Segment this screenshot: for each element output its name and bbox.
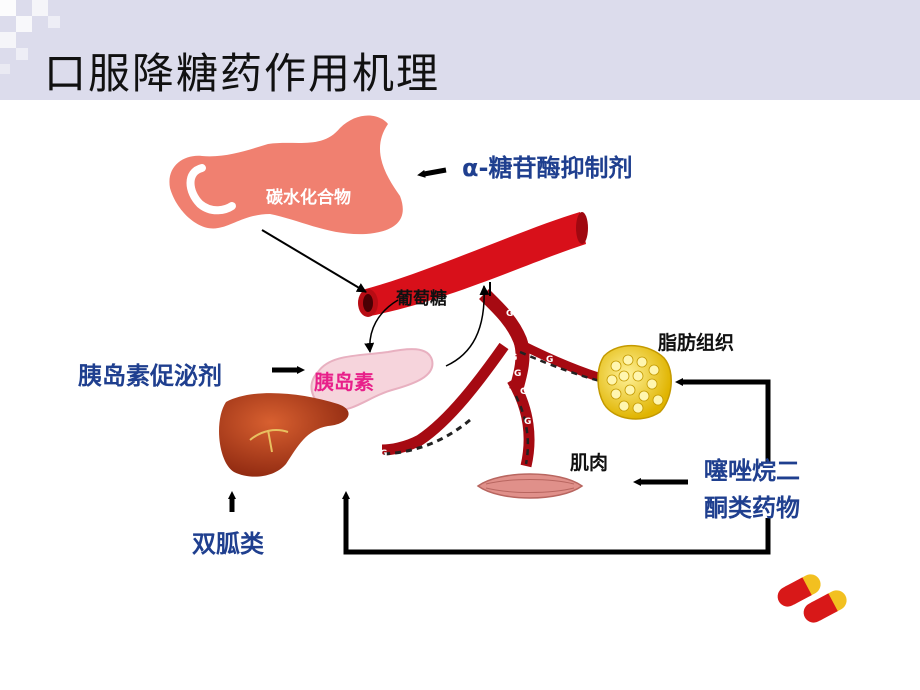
vessel-glucose-mark: G — [380, 449, 387, 459]
page-title: 口服降糖药作用机理 — [44, 49, 441, 98]
arrow-insulin-to-vessel — [445, 285, 490, 367]
label-biguanides: 双胍类 — [192, 530, 264, 558]
arrow-alpha-to-stomach — [417, 167, 447, 178]
arrow-tzd-to-liver — [342, 491, 771, 555]
blood-vessel: G G G G G G G G — [358, 212, 610, 468]
vessel-glucose-mark: G — [514, 369, 521, 379]
liver-shape — [219, 393, 349, 477]
vessel-glucose-mark: G — [506, 309, 513, 319]
label-tzd-line1: 噻唑烷二 — [704, 457, 800, 485]
vessel-glucose-mark: G — [524, 417, 531, 427]
stomach-shape — [169, 115, 403, 235]
adipose-tissue-shape — [597, 344, 672, 420]
label-insulin: 胰岛素 — [314, 370, 374, 394]
vessel-glucose-mark: G — [546, 355, 553, 365]
pills-icon — [777, 574, 847, 623]
title-band — [0, 0, 920, 100]
label-carbohydrate: 碳水化合物 — [266, 188, 351, 208]
arrow-glucose-to-pancreas — [364, 299, 399, 353]
label-tzd-line2: 酮类药物 — [704, 494, 800, 522]
label-glucose: 葡萄糖 — [396, 289, 447, 309]
label-alpha-glucosidase-inhibitor: α-糖苷酶抑制剂 — [462, 154, 633, 182]
vessel-glucose-mark: G — [510, 353, 517, 363]
muscle-shape — [476, 473, 584, 499]
label-adipose: 脂肪组织 — [658, 332, 735, 354]
arrow-tzd-to-adipose — [675, 378, 771, 462]
label-insulin-secretagogue: 胰岛素促泌剂 — [78, 362, 222, 390]
label-muscle: 肌肉 — [570, 452, 609, 474]
vessel-glucose-mark: G — [520, 387, 527, 397]
arrow-carb-to-glucose — [261, 229, 367, 293]
vessel-glucose-mark: G — [462, 435, 469, 445]
